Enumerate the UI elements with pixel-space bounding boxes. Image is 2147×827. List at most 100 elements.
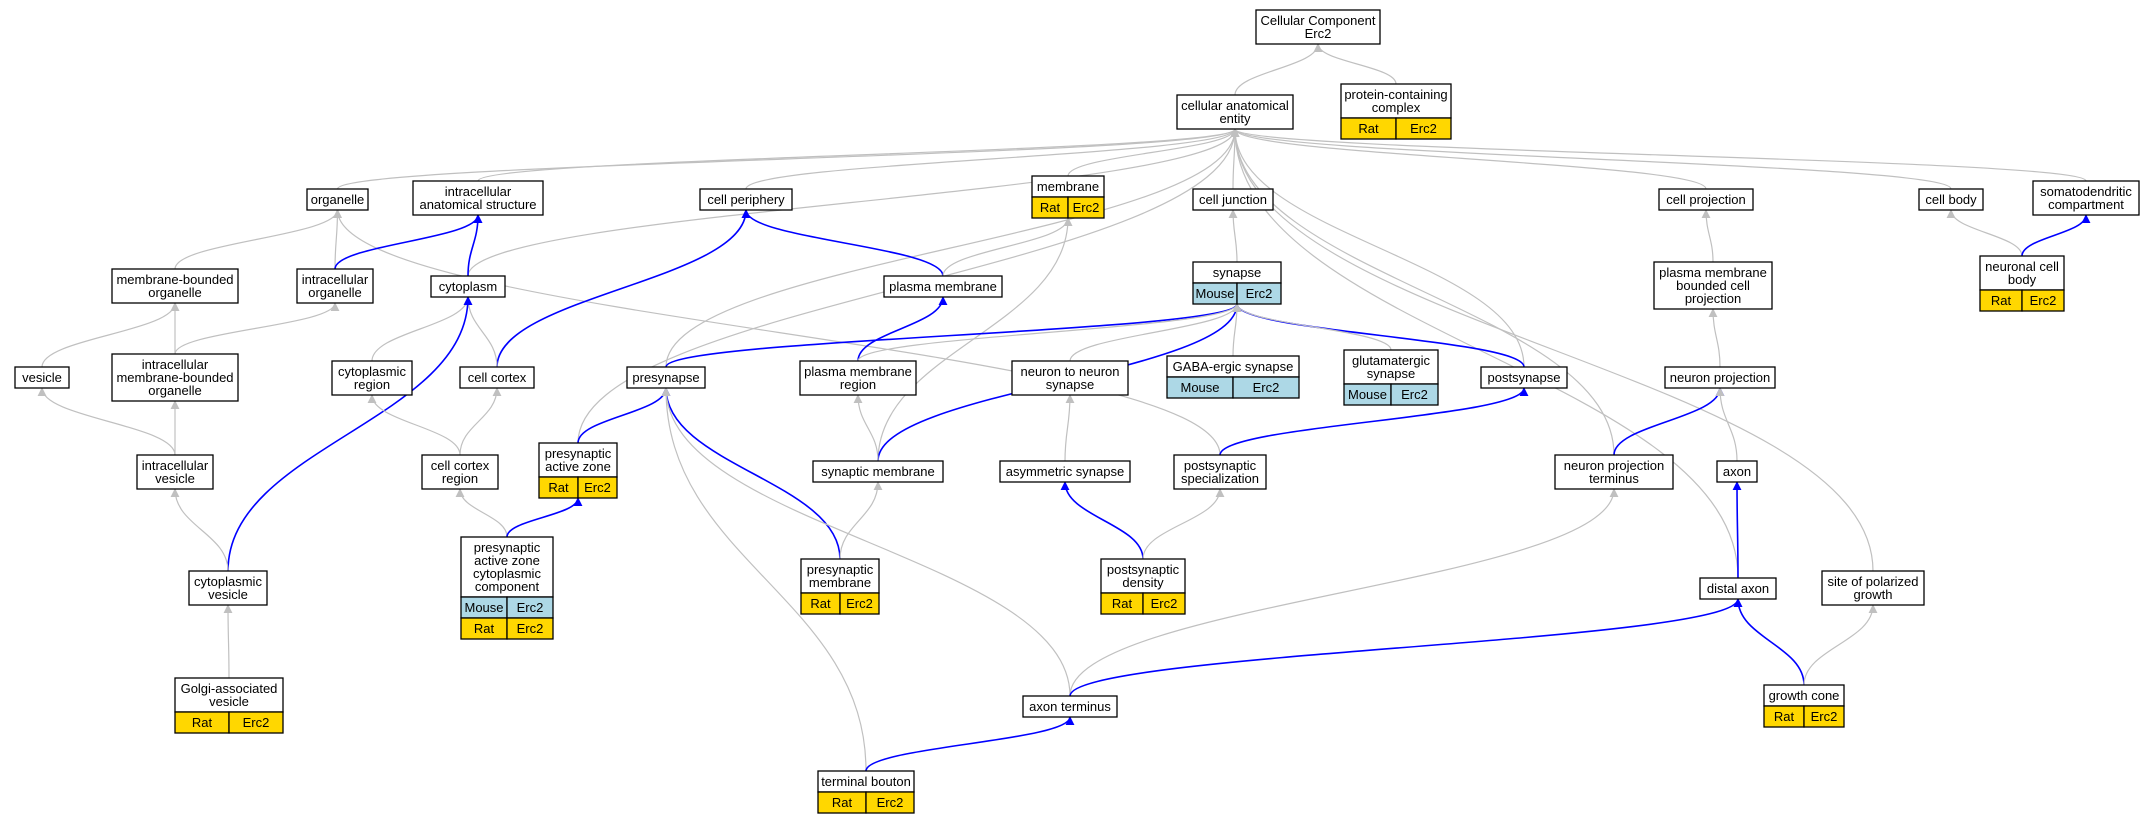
node-label-line: membrane <box>1037 179 1099 194</box>
edge-cell-cortex-to-cytoplasm <box>463 296 498 368</box>
species-label: Rat <box>832 795 853 810</box>
node-label-box <box>460 536 554 598</box>
node-label-line: intracellular <box>445 184 512 199</box>
edge-asymmetric-synapse-to-neuron-to-neuron-synapse <box>1064 394 1075 462</box>
node-label-line: vesicle <box>22 370 62 385</box>
node-label-box <box>14 366 70 389</box>
node-label-line: presynaptic <box>545 446 612 461</box>
node-label-box <box>188 570 268 606</box>
go-term-node-distal-axon[interactable]: distal axon <box>1699 577 1777 600</box>
node-label-box <box>1011 360 1129 396</box>
node-label-line: cytoplasmic <box>473 566 541 581</box>
go-term-node-postsynapse[interactable]: postsynapse <box>1480 366 1568 389</box>
gene-label: Erc2 <box>1401 387 1428 402</box>
edge-glutamatergic-synapse-to-synapse <box>1232 303 1392 351</box>
node-label-box <box>538 442 618 478</box>
node-label-box <box>1343 349 1439 385</box>
node-label-line: intracellular <box>142 458 209 473</box>
edge-neuron-to-neuron-synapse-to-synapse <box>1069 303 1242 362</box>
node-label-line: intracellular <box>142 357 209 372</box>
go-term-node-organelle[interactable]: organelle <box>306 188 369 211</box>
node-label-box <box>2032 180 2140 216</box>
node-label-box <box>306 188 369 211</box>
gene-cell <box>506 617 554 640</box>
species-label: Rat <box>1774 709 1795 724</box>
go-term-node-plasma-membrane[interactable]: plasma membrane <box>883 275 1003 298</box>
go-term-node-vesicle[interactable]: vesicle <box>14 366 70 389</box>
edge-cell-cortex-region-to-cell-cortex <box>459 387 502 456</box>
node-label-line: glutamatergic <box>1352 353 1431 368</box>
node-label-line: terminal bouton <box>821 774 911 789</box>
node-label-box <box>883 275 1003 298</box>
node-label-box <box>1100 558 1186 594</box>
node-label-line: body <box>2008 272 2037 287</box>
go-term-node-neuron-projection[interactable]: neuron projection <box>1664 366 1776 389</box>
node-label-line: growth <box>1853 587 1892 602</box>
go-term-node-cell-cortex[interactable]: cell cortex <box>459 366 535 389</box>
gene-label: Erc2 <box>846 596 873 611</box>
edge-synaptic-membrane-to-plasma-membrane-region <box>853 394 879 462</box>
node-label-box <box>296 268 374 304</box>
go-term-node-axon[interactable]: axon <box>1716 460 1758 483</box>
node-label-line: postsynapse <box>1488 370 1561 385</box>
node-label-line: cell cortex <box>468 370 527 385</box>
gene-cell <box>1067 196 1105 219</box>
go-term-node-axon-terminus[interactable]: axon terminus <box>1022 695 1118 718</box>
go-term-node-cell-body[interactable]: cell body <box>1918 188 1984 211</box>
species-label: Rat <box>474 621 495 636</box>
edge-presynaptic-membrane-to-presynapse <box>661 387 841 560</box>
go-term-node-cytoplasm[interactable]: cytoplasm <box>430 275 506 298</box>
go-term-node-asymmetric-synapse[interactable]: asymmetric synapse <box>999 460 1131 483</box>
edge-plasma-membrane-to-membrane <box>942 217 1073 277</box>
edge-growth-cone-to-distal-axon <box>1733 598 1805 686</box>
go-term-node-cell-junction[interactable]: cell junction <box>1192 188 1274 211</box>
node-label-line: growth cone <box>1769 688 1840 703</box>
node-label-box <box>1918 188 1984 211</box>
node-label-line: asymmetric synapse <box>1006 464 1124 479</box>
node-label-box <box>1480 366 1568 389</box>
node-label-box <box>459 366 535 389</box>
node-label-line: specialization <box>1181 471 1259 486</box>
gene-label: Erc2 <box>1246 286 1273 301</box>
go-term-node-cell-projection[interactable]: cell projection <box>1658 188 1754 211</box>
gene-label: Erc2 <box>1151 596 1178 611</box>
edge-terminal-bouton-to-axon-terminus <box>865 716 1075 772</box>
node-label-box <box>430 275 506 298</box>
edge-membrane-bounded-organelle-to-organelle <box>174 209 342 270</box>
go-term-node-cell-periphery[interactable]: cell periphery <box>699 188 793 211</box>
go-term-node-synaptic-membrane[interactable]: synaptic membrane <box>812 460 944 483</box>
go-term-node-presynapse[interactable]: presynapse <box>626 366 706 389</box>
node-label-line: vesicle <box>209 694 249 709</box>
